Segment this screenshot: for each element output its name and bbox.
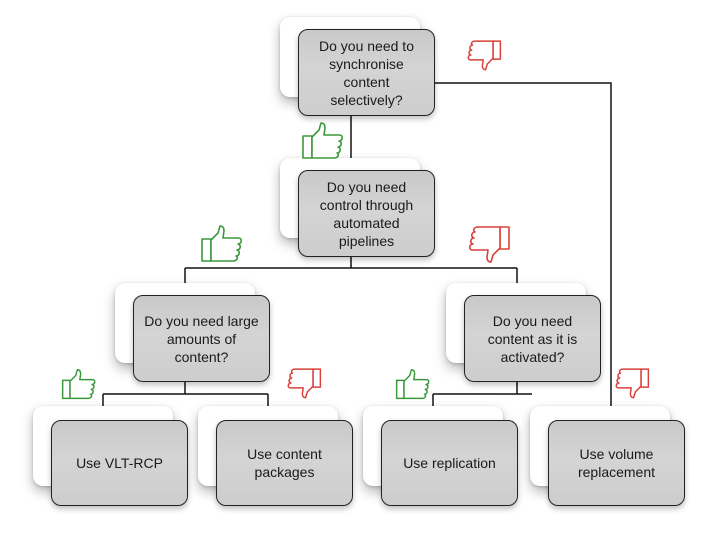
node-label: Do you need control through automated pi… <box>319 178 414 249</box>
node-label: Use volume replacement <box>577 446 656 480</box>
node-label: Do you need content as it is activated? <box>487 312 578 365</box>
thumbs-up-icon <box>201 225 242 262</box>
answer-node-vlt-rcp: Use VLT-RCP <box>33 406 193 506</box>
thumbs-down-icon <box>469 226 510 263</box>
thumbs-up-icon <box>61 369 96 400</box>
thumbs-down-icon <box>615 368 650 399</box>
node-label: Use content packages <box>247 446 322 480</box>
answer-node-replication: Use replication <box>363 406 523 506</box>
decision-node-content-activated: Do you need content as it is activated? <box>446 283 606 383</box>
node-label: Do you need large amounts of content? <box>144 312 259 365</box>
answer-node-content-packages: Use content packages <box>198 406 358 506</box>
decision-node-large-content: Do you need large amounts of content? <box>115 283 275 383</box>
decision-node-automated-pipelines: Do you need control through automated pi… <box>280 158 440 258</box>
thumbs-up-icon <box>395 369 430 400</box>
connector-q1-a4 <box>433 82 612 408</box>
decision-node-selective-sync: Do you need to synchronise content selec… <box>280 17 440 122</box>
thumbs-up-icon <box>302 122 343 159</box>
answer-node-volume-replacement: Use volume replacement <box>530 406 690 506</box>
thumbs-down-icon <box>467 40 502 71</box>
thumbs-down-icon <box>287 368 322 399</box>
node-label: Do you need to synchronise content selec… <box>319 37 414 108</box>
node-label: Use VLT-RCP <box>76 455 163 471</box>
node-label: Use replication <box>403 455 496 471</box>
